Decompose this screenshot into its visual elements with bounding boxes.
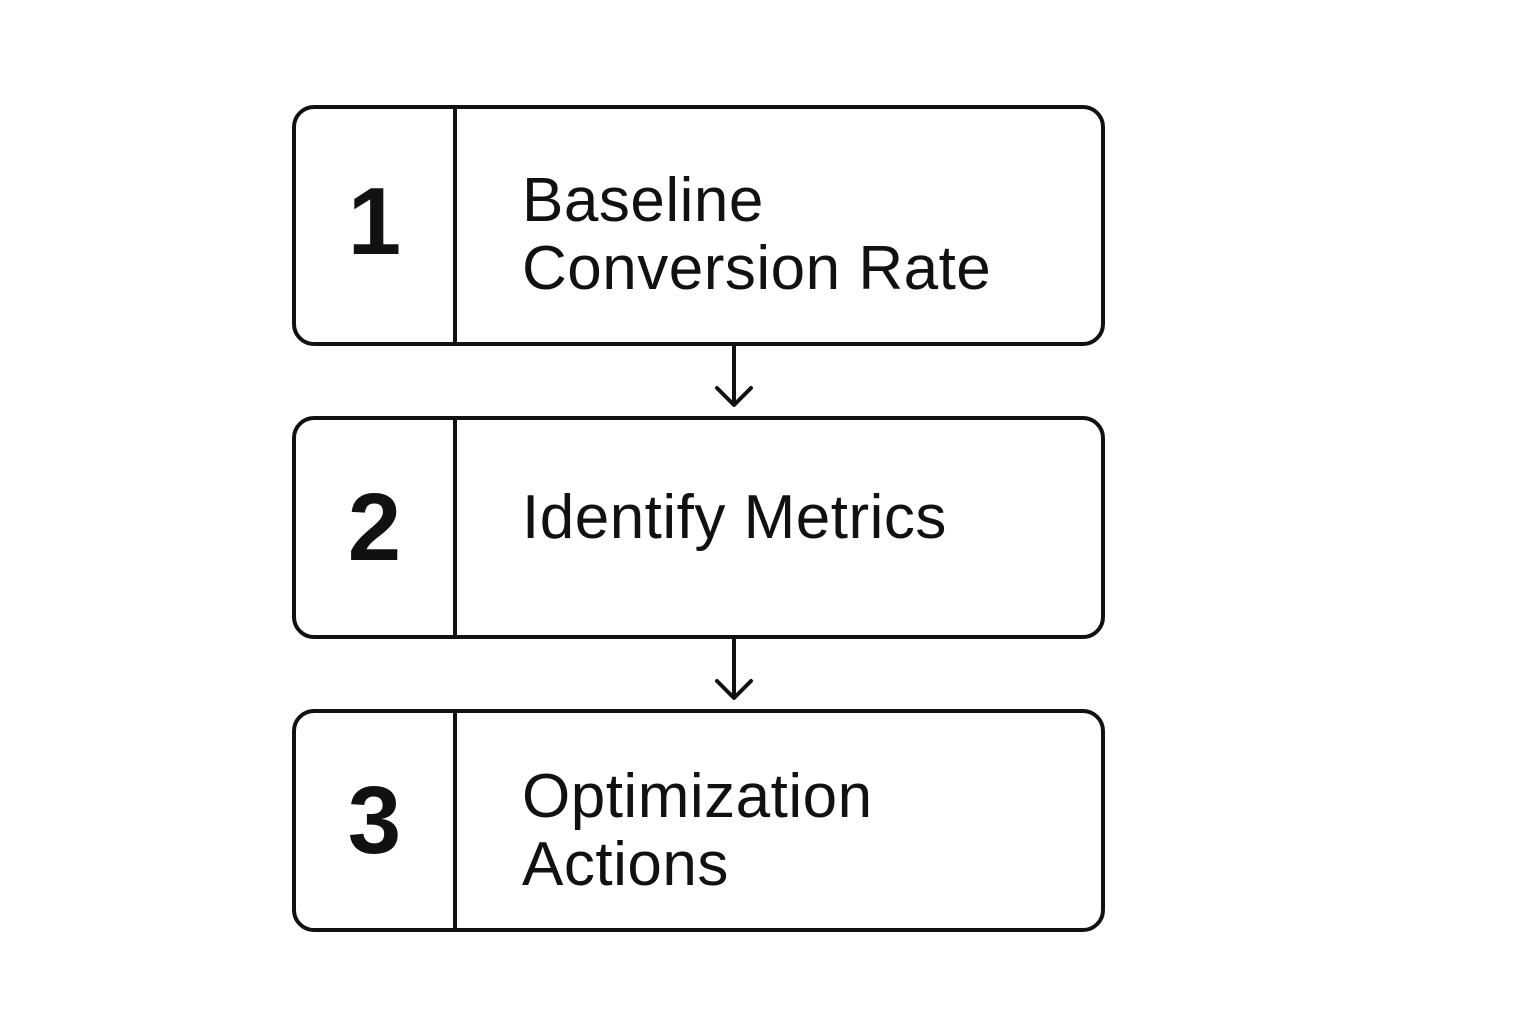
step-box-2: 2 Identify Metrics [292, 416, 1105, 639]
step-label: Optimization Actions [522, 763, 873, 899]
step-label-line: Optimization [522, 762, 873, 831]
step-label-line: Baseline [522, 166, 764, 235]
step-number-cell: 1 [296, 109, 457, 342]
step-label-cell: Optimization Actions [457, 713, 1101, 928]
step-number: 3 [347, 766, 402, 874]
step-box-3: 3 Optimization Actions [292, 709, 1105, 932]
step-number-cell: 2 [296, 420, 457, 635]
step-number-cell: 3 [296, 713, 457, 928]
step-label-line: Identify Metrics [522, 483, 947, 552]
arrow-down-icon [713, 637, 755, 711]
step-label-line: Actions [522, 830, 729, 899]
step-label-cell: Identify Metrics [457, 420, 1101, 635]
arrow-down-icon [713, 344, 755, 418]
step-label-cell: Baseline Conversion Rate [457, 109, 1101, 342]
step-box-1: 1 Baseline Conversion Rate [292, 105, 1105, 346]
step-label: Identify Metrics [522, 484, 947, 552]
step-label-line: Conversion Rate [522, 234, 992, 303]
step-number: 2 [347, 473, 402, 581]
step-label: Baseline Conversion Rate [522, 167, 991, 303]
step-number: 1 [347, 167, 402, 275]
